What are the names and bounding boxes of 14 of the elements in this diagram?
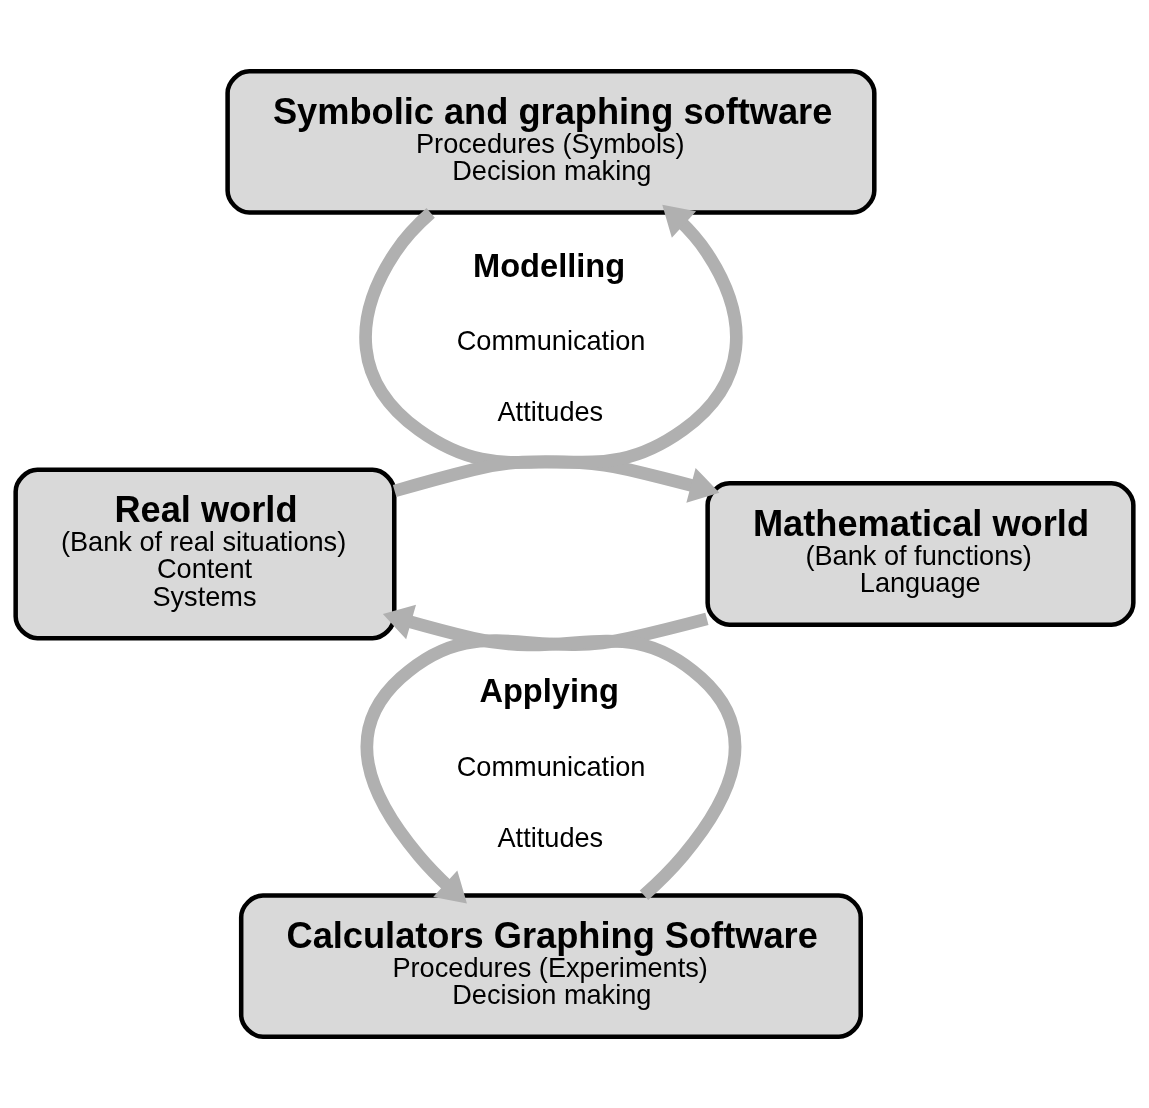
label: Communication [456, 750, 646, 782]
label: Attitudes [497, 821, 604, 853]
arrow [359, 208, 720, 503]
label: Attitudes [497, 395, 604, 427]
node-box: Symbolic and graphing software Procedures (Symbols) Decision making [225, 69, 877, 215]
node-box: Real world (Bank of real situations) Content Systems [13, 467, 397, 641]
label: Modelling [473, 246, 626, 284]
arrow [392, 204, 743, 498]
arrow [360, 612, 709, 904]
node-box: Calculators Graphing Software Procedures (Experiments) Decision making [238, 893, 863, 1039]
label: Communication [456, 325, 646, 357]
node-box: Mathematical world (Bank of functions) Language [705, 481, 1136, 627]
arrow [382, 604, 742, 901]
label: Applying [479, 672, 619, 710]
